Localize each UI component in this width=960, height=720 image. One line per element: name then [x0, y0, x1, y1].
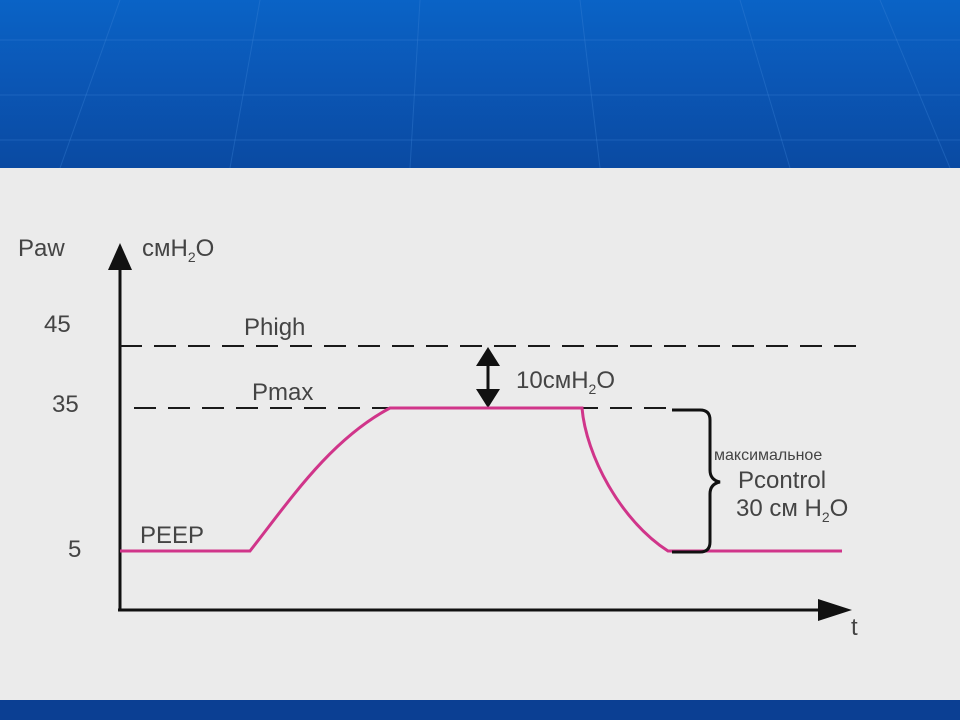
- header-grid-pattern: [0, 0, 960, 168]
- x-axis-arrow: [818, 599, 852, 621]
- max-label: максимальное: [714, 447, 822, 464]
- tick-45: 45: [44, 311, 71, 338]
- delta-arrow-up: [476, 347, 500, 366]
- x-axis-label: t: [851, 614, 858, 641]
- pcontrol-value: 30 см H2O: [736, 495, 848, 525]
- pcontrol-label: Pcontrol: [738, 467, 826, 494]
- pressure-curve: [120, 406, 842, 553]
- y-axis-unit: смH2O: [142, 235, 214, 265]
- diagram-panel: Paw смH2O t 45 35 5 Phigh Pmax PEEP 10см…: [0, 168, 960, 700]
- y-axis-label: Paw: [18, 235, 65, 262]
- phigh-label: Phigh: [244, 314, 305, 341]
- y-axis-arrow: [108, 243, 132, 270]
- peep-label: PEEP: [140, 522, 204, 549]
- ventilation-pressure-diagram: Paw смH2O t 45 35 5 Phigh Pmax PEEP 10см…: [18, 235, 858, 641]
- pmax-label: Pmax: [252, 379, 313, 406]
- delta-arrow-down: [476, 389, 500, 408]
- delta-label: 10смH2O: [516, 367, 615, 397]
- slide-footer-band: [0, 700, 960, 720]
- tick-35: 35: [52, 391, 79, 418]
- pcontrol-brace: [672, 408, 721, 554]
- tick-5: 5: [68, 536, 81, 563]
- slide-header-band: [0, 0, 960, 168]
